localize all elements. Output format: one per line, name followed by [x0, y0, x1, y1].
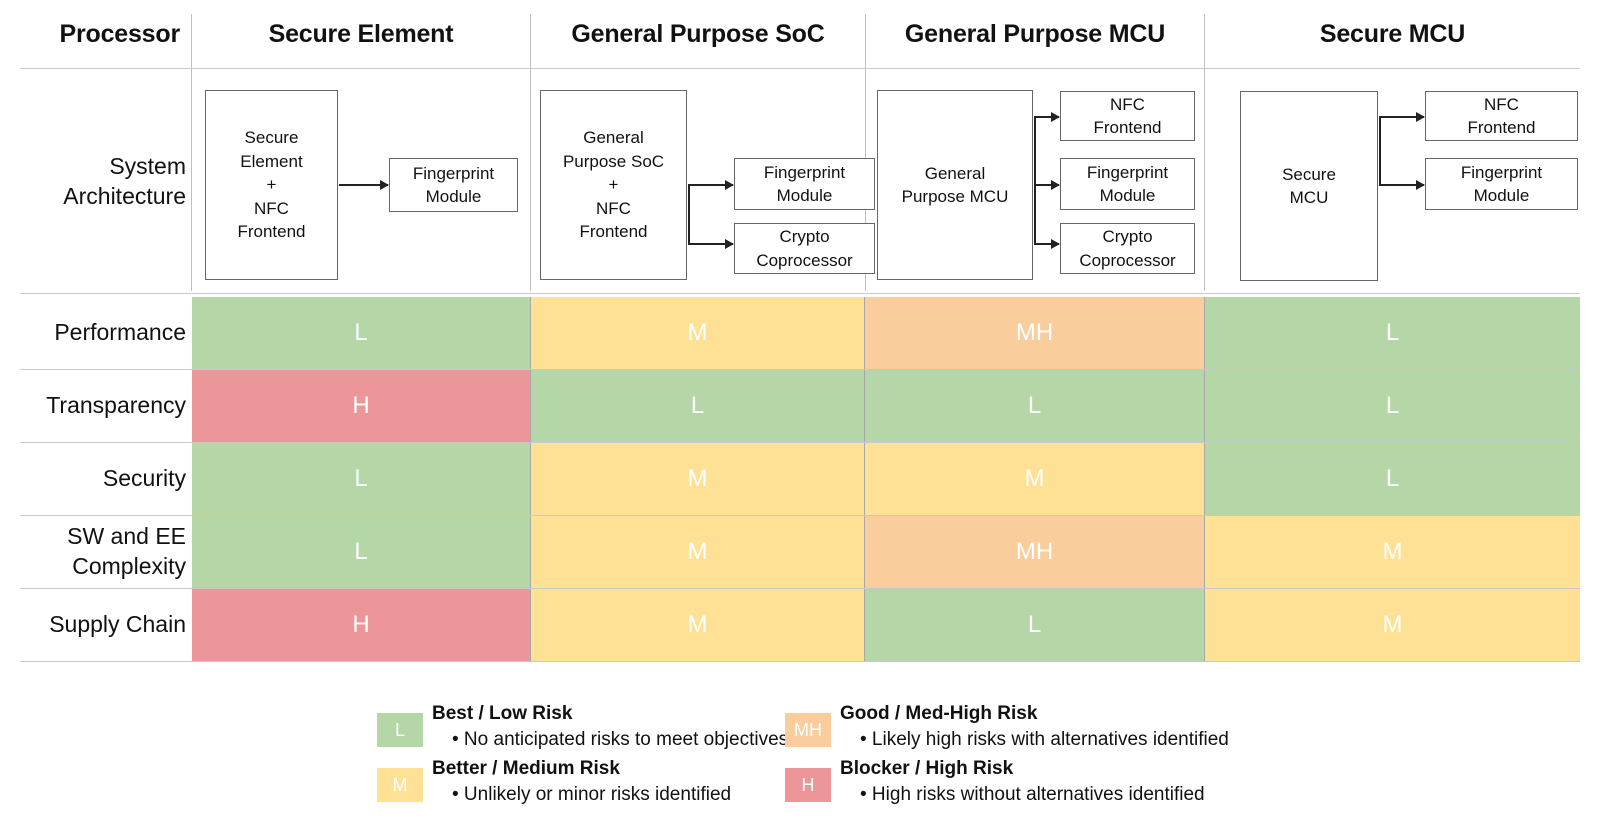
legend-swatch-medium: M	[377, 768, 423, 802]
cell-security-general-purpose-mcu: M	[865, 443, 1205, 515]
row-divider-supply-chain	[20, 661, 1580, 662]
cell-performance-secure-element: L	[192, 297, 531, 369]
arch-box-secure-mcu-main: Secure MCU	[1240, 91, 1378, 281]
cell-complexity-secure-element: L	[192, 516, 531, 588]
arch-box-secure-element-main: Secure Element + NFC Frontend	[205, 90, 338, 280]
arch-stem-secure-mcu	[1379, 116, 1381, 185]
cell-supply-chain-general-purpose-mcu: L	[865, 589, 1205, 661]
arch-arrow-mcu-to-fingerprint	[1034, 180, 1060, 190]
cell-performance-secure-mcu: L	[1205, 297, 1580, 369]
column-divider-1	[191, 14, 192, 291]
legend-title-low: Best / Low Risk	[432, 703, 573, 724]
column-divider-3	[865, 14, 866, 291]
cell-transparency-general-purpose-mcu: L	[865, 370, 1205, 442]
cell-complexity-general-purpose-soc: M	[531, 516, 865, 588]
cell-supply-chain-general-purpose-soc: M	[531, 589, 865, 661]
header-divider-line	[20, 68, 1580, 69]
row-label-supply-chain: Supply Chain	[49, 611, 186, 638]
legend-detail-medhigh: • Likely high risks with alternatives id…	[860, 728, 1229, 750]
cell-security-secure-mcu: L	[1205, 443, 1580, 515]
cell-supply-chain-secure-element: H	[192, 589, 531, 661]
row-label-security: Security	[102, 465, 186, 492]
row-divider-transparency	[20, 442, 1580, 443]
arch-box-mcu-main: General Purpose MCU	[877, 90, 1033, 280]
legend-item-high: H Blocker / High Risk • High risks witho…	[785, 757, 1205, 807]
cell-performance-general-purpose-mcu: MH	[865, 297, 1205, 369]
legend-swatch-low: L	[377, 713, 423, 747]
cell-security-secure-element: L	[192, 443, 531, 515]
legend-detail-high: • High risks without alternatives identi…	[860, 783, 1205, 805]
table-row-security: Security L M M L	[0, 443, 1600, 515]
legend-swatch-high: H	[785, 768, 831, 802]
column-header-general-purpose-soc: General Purpose SoC	[571, 19, 825, 48]
arch-arrow-smcu-to-nfc	[1379, 112, 1425, 122]
arch-arrow-mcu-to-nfc	[1034, 112, 1060, 122]
architecture-divider-line	[20, 293, 1580, 294]
column-header-secure-element: Secure Element	[268, 19, 454, 48]
arch-arrow-se-to-fingerprint	[339, 180, 389, 190]
cell-transparency-general-purpose-soc: L	[531, 370, 865, 442]
arch-arrow-soc-to-fingerprint	[688, 180, 734, 190]
legend-item-medium: M Better / Medium Risk • Unlikely or min…	[377, 757, 731, 807]
arch-box-smcu-nfc-frontend: NFC Frontend	[1425, 91, 1578, 141]
row-label-system-architecture: System Architecture	[63, 152, 186, 209]
legend-detail-low: • No anticipated risks to meet objective…	[452, 728, 789, 750]
arch-box-soc-main: General Purpose SoC + NFC Frontend	[540, 90, 687, 280]
legend-title-medium: Better / Medium Risk	[432, 758, 620, 779]
legend-title-medhigh: Good / Med-High Risk	[840, 703, 1038, 724]
table-row-transparency: Transparency H L L L	[0, 370, 1600, 442]
column-header-secure-mcu: Secure MCU	[1319, 19, 1466, 48]
arch-box-smcu-fingerprint-module: Fingerprint Module	[1425, 158, 1578, 210]
legend-title-high: Blocker / High Risk	[840, 758, 1014, 779]
column-divider-4	[1204, 14, 1205, 291]
arch-box-soc-fingerprint-module: Fingerprint Module	[734, 158, 875, 210]
legend-detail-medium: • Unlikely or minor risks identified	[452, 783, 732, 805]
arch-arrow-soc-to-crypto	[688, 239, 734, 249]
cell-complexity-general-purpose-mcu: MH	[865, 516, 1205, 588]
column-header-general-purpose-mcu: General Purpose MCU	[904, 19, 1166, 48]
column-header-processor: Processor	[59, 19, 181, 48]
comparison-matrix: Processor Secure Element General Purpose…	[0, 0, 1600, 662]
cell-complexity-secure-mcu: M	[1205, 516, 1580, 588]
arch-box-soc-crypto-coprocessor: Crypto Coprocessor	[734, 223, 875, 274]
table-row-performance: Performance L M MH L	[0, 297, 1600, 369]
cell-supply-chain-secure-mcu: M	[1205, 589, 1580, 661]
legend-swatch-medhigh: MH	[785, 713, 831, 747]
cell-security-general-purpose-soc: M	[531, 443, 865, 515]
matrix-header-row: Processor Secure Element General Purpose…	[0, 0, 1600, 68]
arch-stem-mcu	[1034, 116, 1036, 244]
column-divider-2	[530, 14, 531, 291]
legend: L Best / Low Risk • No anticipated risks…	[0, 690, 1600, 810]
arch-arrow-mcu-to-crypto	[1034, 239, 1060, 249]
arch-box-mcu-fingerprint-module: Fingerprint Module	[1060, 158, 1195, 210]
cell-transparency-secure-element: H	[192, 370, 531, 442]
arch-box-mcu-nfc-frontend: NFC Frontend	[1060, 91, 1195, 141]
arch-arrow-smcu-to-fingerprint	[1379, 180, 1425, 190]
table-row-sw-and-ee-complexity: SW and EE Complexity L M MH M	[0, 516, 1600, 588]
row-label-transparency: Transparency	[46, 392, 186, 419]
legend-item-low: L Best / Low Risk • No anticipated risks…	[377, 702, 788, 752]
row-divider-complexity	[20, 588, 1580, 589]
arch-box-mcu-crypto-coprocessor: Crypto Coprocessor	[1060, 223, 1195, 274]
system-architecture-row: System Architecture Secure Element + NFC…	[0, 69, 1600, 293]
cell-transparency-secure-mcu: L	[1205, 370, 1580, 442]
legend-item-medhigh: MH Good / Med-High Risk • Likely high ri…	[785, 702, 1229, 752]
row-divider-security	[20, 515, 1580, 516]
row-label-performance: Performance	[54, 319, 186, 346]
arch-stem-soc	[688, 184, 690, 244]
row-label-sw-and-ee-complexity: SW and EE Complexity	[67, 523, 186, 579]
table-row-supply-chain: Supply Chain H M L M	[0, 589, 1600, 661]
cell-performance-general-purpose-soc: M	[531, 297, 865, 369]
arch-box-se-fingerprint-module: Fingerprint Module	[389, 158, 518, 212]
row-divider-performance	[20, 369, 1580, 370]
